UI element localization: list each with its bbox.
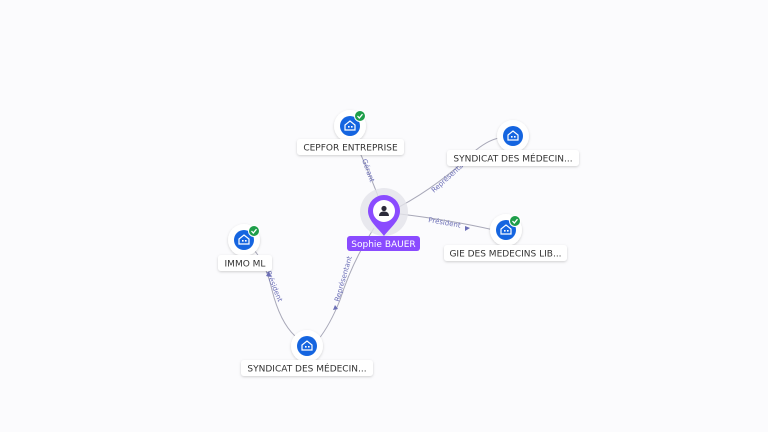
node-label: SYNDICAT DES MÉDECIN... [247, 363, 366, 375]
building-icon [344, 120, 356, 131]
node-cepfor[interactable]: CEPFOR ENTREPRISE [297, 110, 404, 155]
edge-center-gie [399, 213, 495, 231]
building-icon [507, 130, 519, 141]
company-node-bg [340, 116, 360, 136]
node-syndicat2[interactable]: SYNDICAT DES MÉDECIN... [241, 330, 373, 376]
node-syndicat1[interactable]: SYNDICAT DES MÉDECIN... [447, 120, 579, 166]
node-label-box [297, 139, 404, 155]
company-node-bg [297, 336, 317, 356]
arrow-center-gie [465, 226, 470, 231]
building-icon [238, 234, 250, 245]
verified-check-icon [248, 225, 260, 237]
company-node-bg [503, 126, 523, 146]
center-node[interactable]: Sophie BAUER [347, 188, 420, 251]
arrow-center-syndicat2 [333, 305, 338, 310]
edge-arrows [266, 226, 470, 310]
node-label-box [218, 255, 272, 271]
center-label-box [347, 236, 420, 251]
edge-label-president-1: Président [428, 216, 462, 230]
verified-check-icon [354, 110, 366, 122]
node-immo[interactable]: IMMO ML [218, 224, 272, 271]
edge-label-gerant: Gérant [360, 158, 376, 184]
building-icon [301, 340, 313, 351]
node-label: IMMO ML [225, 260, 266, 270]
node-label: GIE DES MEDECINS LIB... [449, 250, 561, 260]
node-label-box [447, 150, 579, 166]
node-label: SYNDICAT DES MÉDECIN... [453, 153, 572, 165]
edge-label-representant-2: Représentant [333, 255, 354, 303]
edge-labels: Gérant Représentant Président Représenta… [264, 157, 470, 303]
company-node-bg [234, 230, 254, 250]
node-label-box [241, 360, 373, 376]
node-label-box [444, 245, 567, 261]
node-label: CEPFOR ENTREPRISE [303, 144, 398, 154]
person-icon [379, 205, 389, 216]
building-icon [500, 224, 512, 235]
verified-check-icon [509, 215, 521, 227]
node-gie[interactable]: GIE DES MEDECINS LIB... [444, 214, 567, 261]
company-nodes: CEPFOR ENTREPRISE SYNDICAT DES MÉDECIN..… [218, 110, 579, 376]
arrow-syndicat2-immo [266, 271, 271, 277]
center-label: Sophie BAUER [351, 240, 415, 250]
